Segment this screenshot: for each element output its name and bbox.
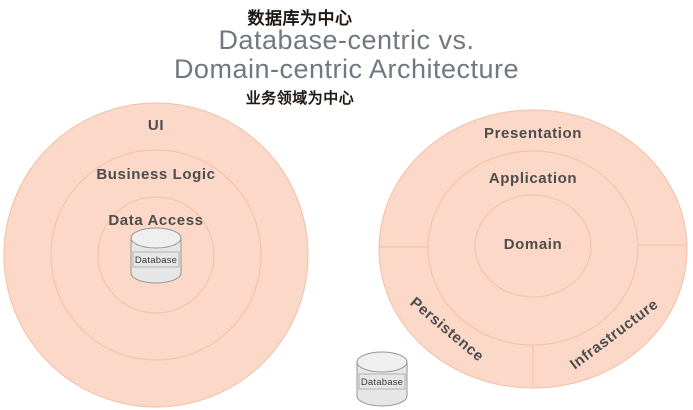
right-middle-ring-label: Application [489,170,577,187]
cylinder-top [130,227,182,249]
cylinder-top [356,351,408,373]
left-outer-ring-label: UI [148,117,164,134]
subtitle-zh-domain-centric: 业务领域为中心 [245,90,355,107]
right-inner-ring-label: Domain [504,236,563,253]
title-line-2: Domain-centric Architecture [173,54,520,84]
database-cylinder-icon: Database [356,351,408,407]
cylinder-label-box [132,251,180,268]
left-database-label: Database [135,255,177,266]
page-title: Database-centric vs. Domain-centric Arch… [0,26,693,84]
right-inner-ring [474,194,592,298]
left-inner-ring-label: Data Access [108,212,203,229]
domain-centric-diagram: Presentation Application Domain Persiste… [356,109,688,407]
right-database-label: Database [361,377,403,388]
subtitle-zh-database-centric: 数据库为中心 [247,9,353,28]
title-line-1: Database-centric vs. [218,25,475,55]
right-outer-ring-label: Presentation [484,125,582,142]
database-cylinder-icon: Database [130,227,182,284]
cylinder-label-box [358,373,406,390]
left-middle-ring-label: Business Logic [96,166,215,183]
database-centric-diagram: UI Business Logic Data Access Database [3,102,309,408]
